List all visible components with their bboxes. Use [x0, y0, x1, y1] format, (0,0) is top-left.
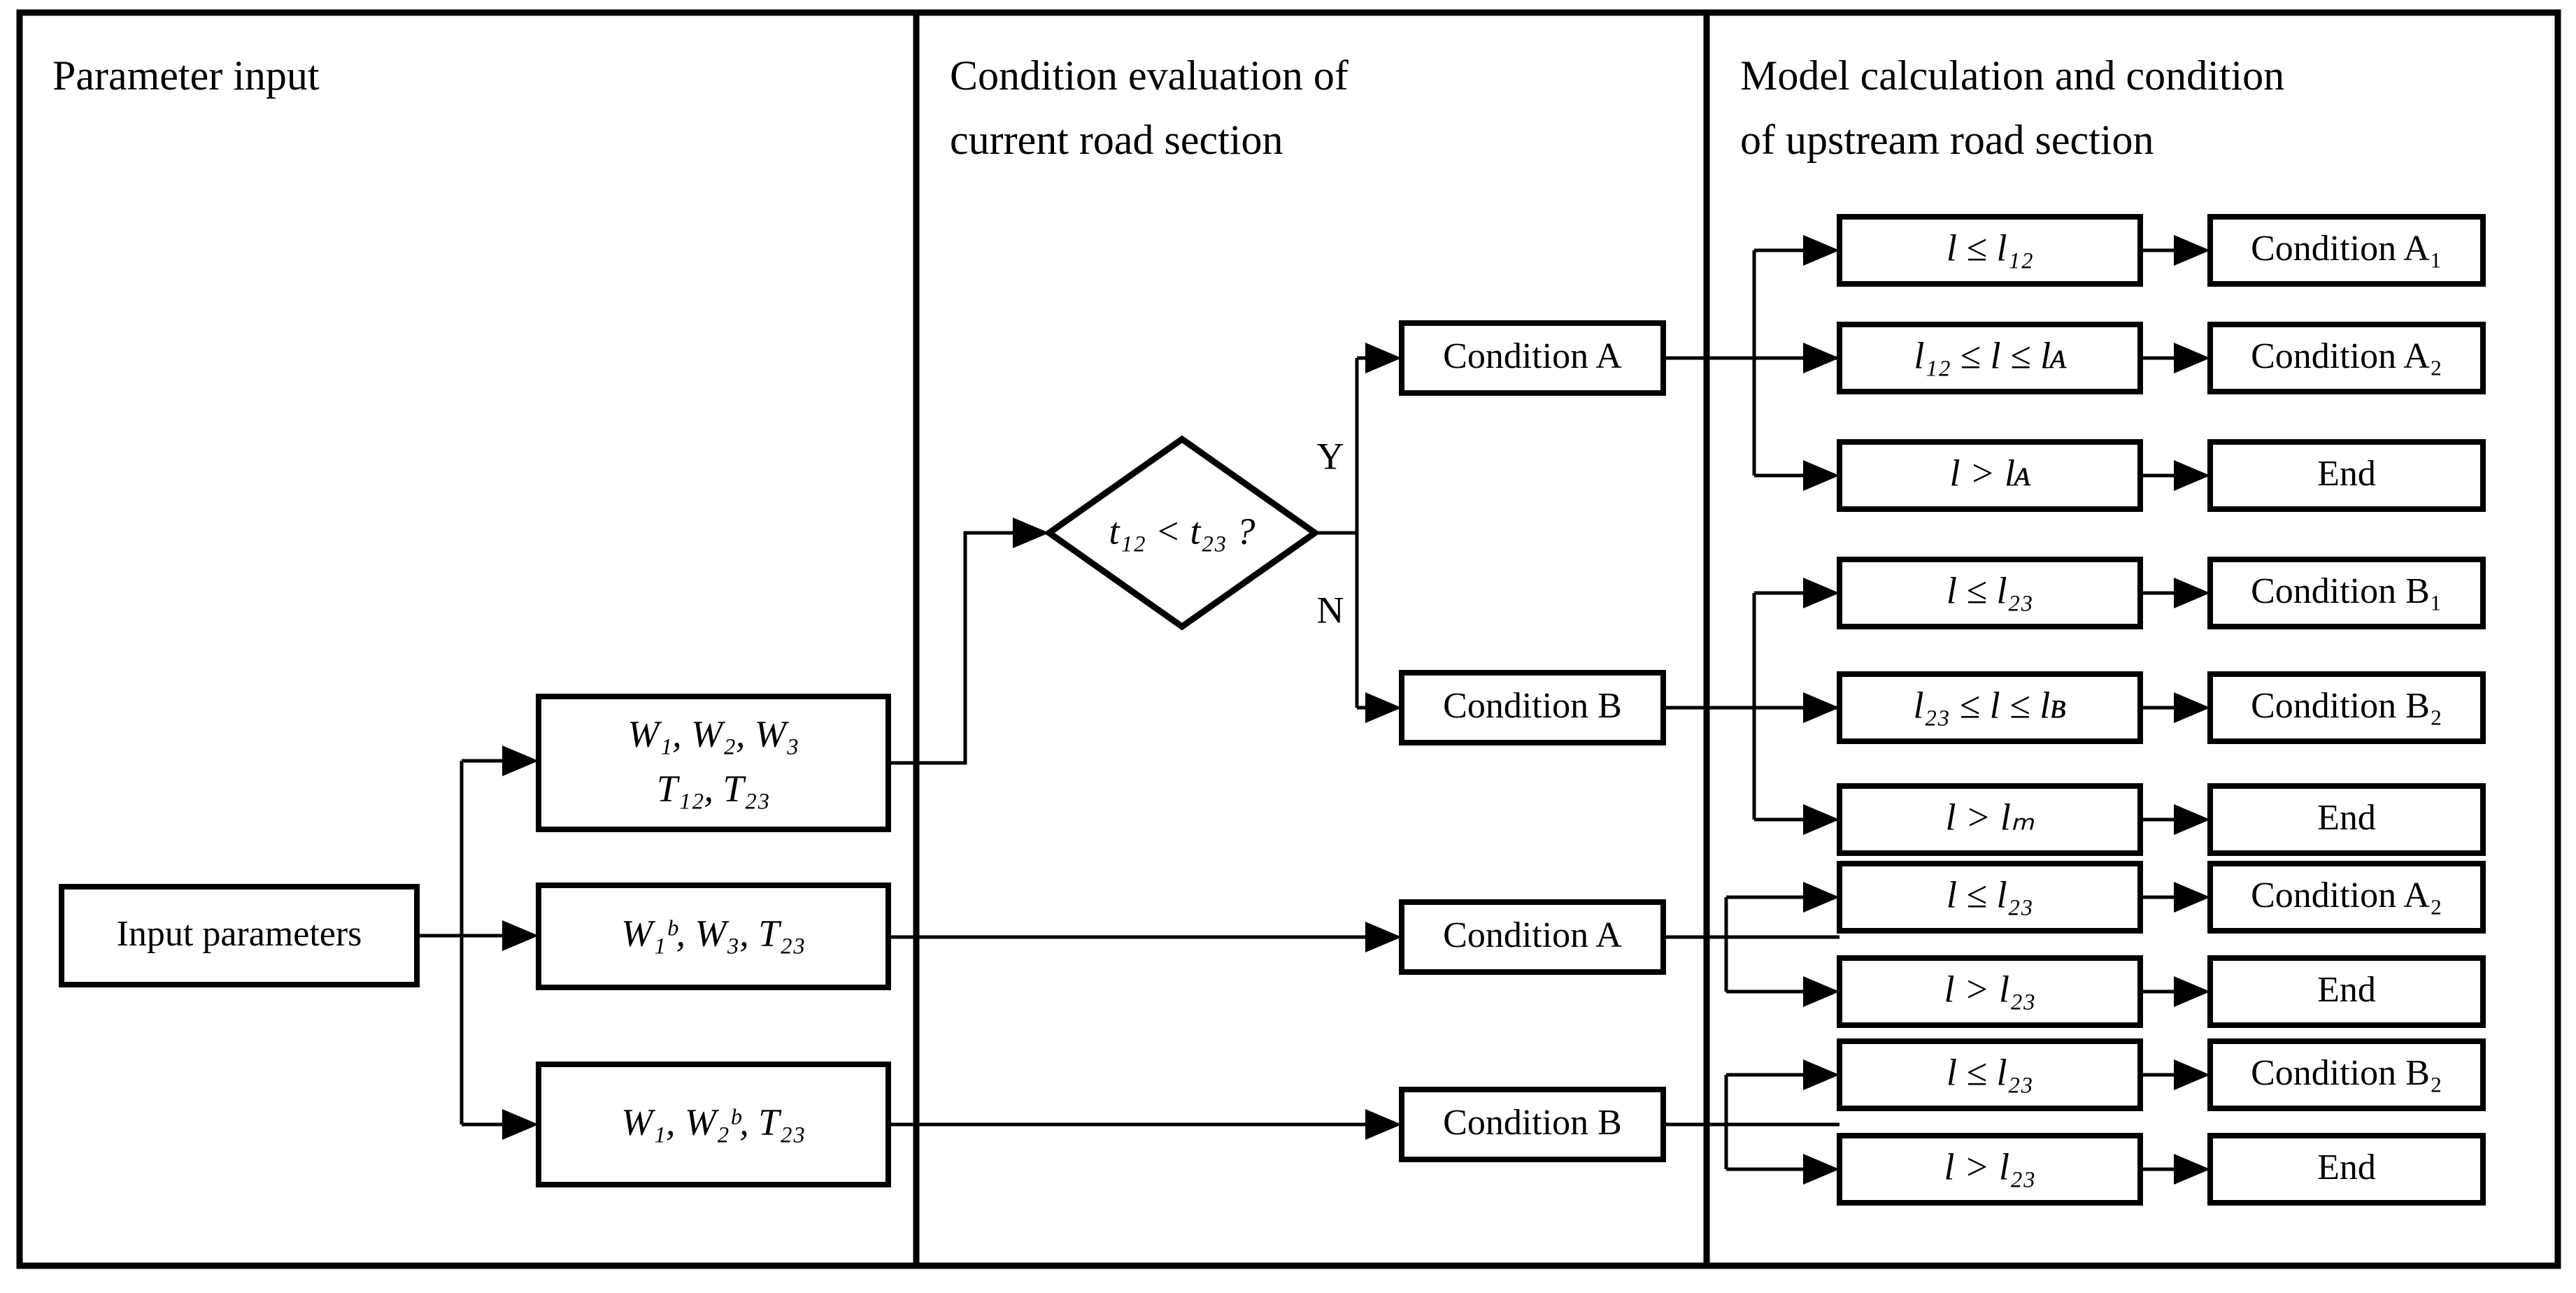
panel3-title-line2: of upstream road section	[1740, 117, 2154, 163]
node-a-r2-condition-label: l₁₂ ≤ l ≤ lᴀ	[1914, 334, 2067, 376]
node-b-r2-result-label: Condition B₂	[2251, 686, 2442, 726]
node-input-parameters-label: Input parameters	[117, 914, 362, 954]
arrowhead-a-r1-result	[2174, 235, 2210, 266]
node-d-r2-result-label: End	[2317, 1148, 2376, 1187]
node-c-r1-result[interactable]	[2207, 861, 2486, 934]
node-c-r2-result[interactable]	[2207, 955, 2486, 1028]
node-b-r1-condition-label: l ≤ l₂₃	[1947, 569, 2033, 611]
node-c-r1-condition[interactable]	[1837, 861, 2143, 934]
node-c-r2-result-label: End	[2317, 970, 2376, 1010]
node-d-r2-condition-label: l > l₂₃	[1944, 1145, 2036, 1187]
node-b-r3-result-label: End	[2317, 798, 2376, 838]
node-a-r2-result-label: Condition A₂	[2251, 336, 2442, 376]
node-a-r3-result[interactable]	[2207, 439, 2486, 512]
node-d-r1-result[interactable]	[2207, 1038, 2486, 1111]
arrowhead-c-r2	[1803, 976, 1840, 1007]
arrowhead-c-r1	[1803, 882, 1840, 913]
node-param-box-1-line2: T₁₂, T₂₃	[657, 767, 770, 809]
arrowhead-b-r2-result	[2174, 692, 2210, 723]
arrowhead-cond-a-top	[1365, 343, 1402, 373]
node-a-r1-result-label: Condition A₁	[2251, 229, 2442, 269]
node-c-r1-condition-label: l ≤ l₂₃	[1947, 873, 2033, 915]
node-b-r2-result[interactable]	[2207, 671, 2486, 744]
node-d-r2-condition[interactable]	[1837, 1133, 2143, 1206]
arrowhead-b-r2	[1803, 692, 1840, 723]
node-condition-b-low-label: Condition B	[1443, 1103, 1622, 1143]
arrowhead-pb3	[502, 1109, 539, 1140]
arrowhead-decision	[1013, 517, 1049, 548]
arrowhead-c-r1-result	[2174, 882, 2210, 913]
node-d-r1-result-label: Condition B₂	[2251, 1053, 2442, 1093]
arrowhead-cond-b-top	[1365, 692, 1402, 723]
node-input-parameters[interactable]	[59, 884, 420, 987]
node-param-box-3-line1: W₁, W₂ᵇ, T₂₃	[621, 1101, 806, 1143]
node-b-r3-condition-label: l > lₘ	[1945, 796, 2034, 838]
arrowhead-b-r3-result	[2174, 804, 2210, 835]
arrowhead-c-r2-result	[2174, 976, 2210, 1007]
arrowhead-a-r2-result	[2174, 343, 2210, 373]
arrowhead-a-r3-result	[2174, 460, 2210, 491]
arrowhead-cond-b-low	[1365, 1109, 1402, 1140]
node-decision-label: t₁₂ < t₂₃ ?	[1109, 510, 1255, 552]
arrowhead-pb1	[502, 745, 539, 776]
node-b-r3-condition[interactable]	[1837, 783, 2143, 856]
node-condition-b-top-label: Condition B	[1443, 686, 1622, 726]
node-condition-a-mid-label: Condition A	[1443, 915, 1622, 955]
arrowhead-b-r1-result	[2174, 578, 2210, 608]
node-d-r2-result[interactable]	[2207, 1133, 2486, 1206]
node-b-r2-condition[interactable]	[1837, 671, 2143, 744]
arrowhead-b-r1	[1803, 578, 1840, 608]
figure-border	[16, 9, 2561, 1269]
node-c-r2-condition-label: l > l₂₃	[1944, 968, 2036, 1010]
node-param-box-2[interactable]	[536, 883, 891, 990]
node-d-r1-condition-label: l ≤ l₂₃	[1947, 1051, 2033, 1093]
arrowhead-d-r1-result	[2174, 1059, 2210, 1090]
arrowhead-a-r3	[1803, 460, 1840, 491]
panel2-title-line2: current road section	[950, 117, 1283, 163]
arrowhead-pb2	[502, 920, 539, 951]
panel3-title-line1: Model calculation and condition	[1740, 52, 2284, 99]
arrowhead-d-r2	[1803, 1154, 1840, 1185]
arrowhead-b-r3	[1803, 804, 1840, 835]
panel2-title-line1: Condition evaluation of	[950, 52, 1349, 99]
arrowhead-d-r2-result	[2174, 1154, 2210, 1185]
panel1-title: Parameter input	[52, 52, 320, 99]
node-b-r1-result[interactable]	[2207, 557, 2486, 629]
branch-label-no: N	[1317, 589, 1344, 631]
node-a-r2-result[interactable]	[2207, 322, 2486, 394]
node-b-r1-condition[interactable]	[1837, 557, 2143, 629]
node-b-r3-result[interactable]	[2207, 783, 2486, 856]
node-a-r1-condition-label: l ≤ l₁₂	[1947, 227, 2033, 269]
branch-label-yes: Y	[1317, 435, 1344, 477]
node-a-r1-result[interactable]	[2207, 214, 2486, 287]
node-a-r2-condition[interactable]	[1837, 322, 2143, 394]
node-b-r1-result-label: Condition B₁	[2251, 571, 2442, 611]
node-param-box-1[interactable]	[536, 694, 891, 832]
conn-pb1-to-decision	[888, 531, 1013, 765]
node-c-r1-result-label: Condition A₂	[2251, 876, 2442, 915]
node-a-r3-condition-label: l > lᴀ	[1950, 452, 2031, 494]
node-param-box-1-line1: W₁, W₂, W₃	[627, 713, 799, 755]
node-param-box-2-line1: W₁ᵇ, W₃, T₂₃	[621, 912, 806, 954]
node-condition-b-low[interactable]	[1399, 1087, 1666, 1162]
arrowhead-d-r1	[1803, 1059, 1840, 1090]
node-condition-a-top-label: Condition A	[1443, 336, 1622, 376]
node-a-r3-result-label: End	[2317, 454, 2376, 494]
arrowhead-a-r1	[1803, 235, 1840, 266]
node-b-r2-condition-label: l₂₃ ≤ l ≤ lʙ	[1913, 684, 2066, 726]
arrowhead-cond-a-mid	[1365, 922, 1402, 952]
node-c-r2-condition[interactable]	[1837, 955, 2143, 1028]
arrowhead-a-r2	[1803, 343, 1840, 373]
